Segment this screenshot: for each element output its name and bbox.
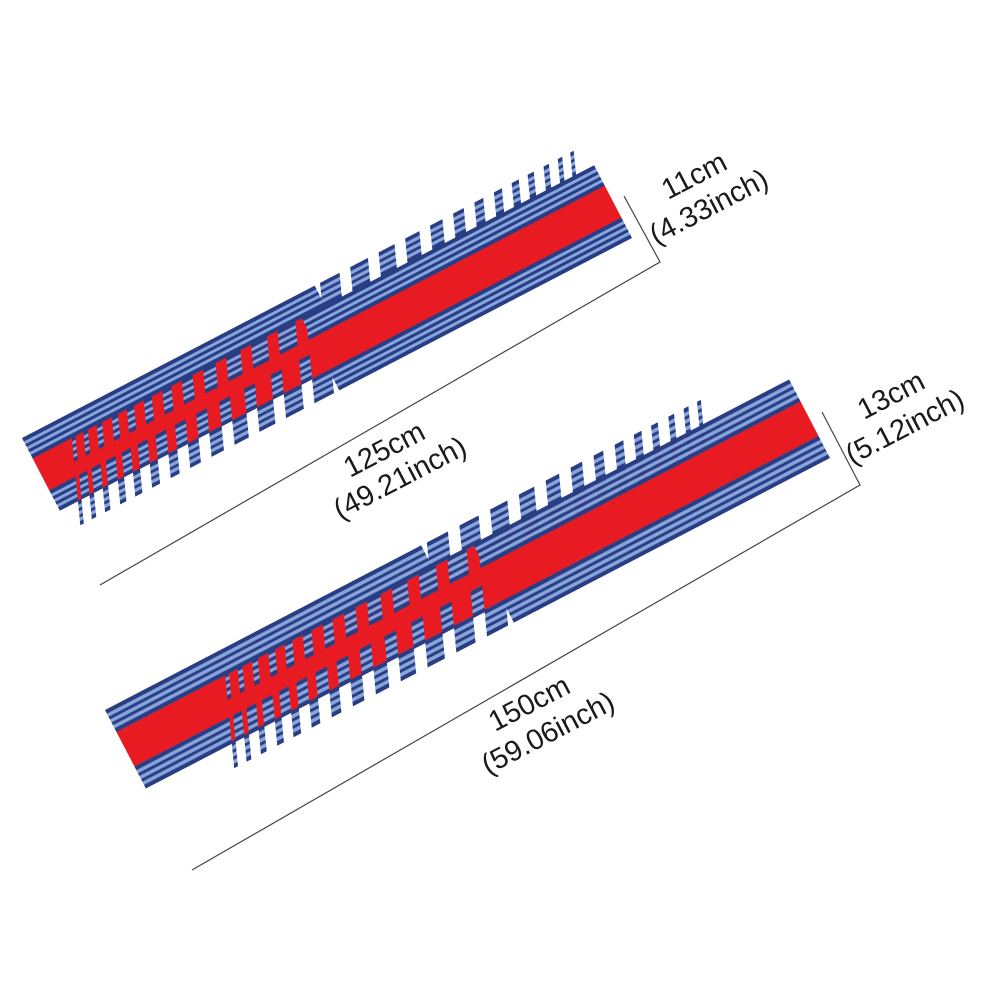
length-dimension-line	[99, 195, 661, 586]
length-dimension-line	[191, 411, 861, 871]
decal-set-150cm: 150cm (59.06inch) 13cm (5.12inch)	[105, 365, 970, 871]
